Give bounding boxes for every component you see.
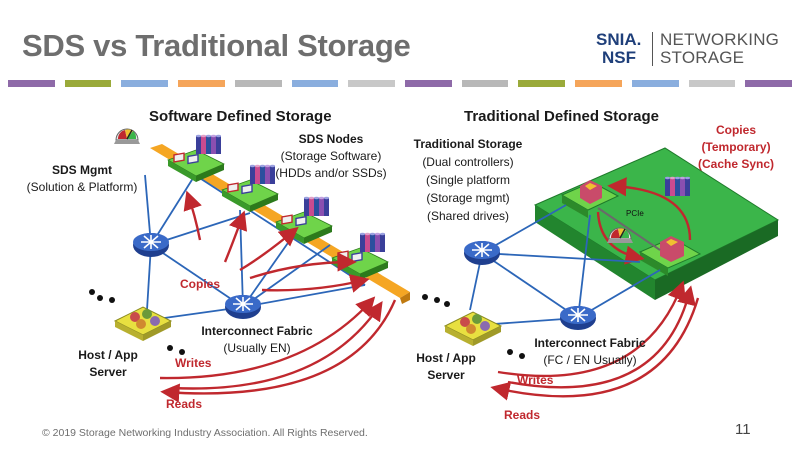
trad-write-read-arcs xyxy=(490,280,700,401)
logo-snia: SNIA. xyxy=(596,30,642,49)
sds-write-read-arcs xyxy=(159,296,397,403)
page-number: 11 xyxy=(735,421,751,438)
color-stripe-segment xyxy=(121,80,169,87)
trad-switch-icon-fabric xyxy=(559,305,597,331)
color-stripe-segment xyxy=(291,80,339,87)
color-stripe-segment xyxy=(575,80,622,87)
trad-storage-title: Traditional Storage xyxy=(414,137,523,151)
color-stripe-segment xyxy=(688,80,736,87)
color-stripe-segment xyxy=(178,80,225,87)
slide-title: SDS vs Traditional Storage xyxy=(22,28,411,63)
color-stripe-segment xyxy=(8,80,55,87)
color-stripe-segment xyxy=(234,80,282,87)
sds-node-1 xyxy=(168,135,224,182)
trad-heading: Traditional Defined Storage xyxy=(464,108,659,125)
color-stripe-segment xyxy=(631,80,679,87)
logo-nsf: NSF xyxy=(602,48,636,67)
sds-heading: Software Defined Storage xyxy=(149,108,332,125)
trad-storage-l2: (Single platform xyxy=(426,173,510,187)
sds-nodes-sub2: (HDDs and/or SSDs) xyxy=(275,166,386,180)
color-stripe-segment xyxy=(461,80,509,87)
sds-node-2 xyxy=(222,165,278,212)
trad-writes-label: Writes xyxy=(517,373,554,387)
trad-host-line2: Server xyxy=(427,368,465,382)
trad-storage-l4: (Shared drives) xyxy=(427,209,509,223)
trad-controller-bottom xyxy=(638,236,702,276)
sds-host-line2: Server xyxy=(89,365,127,379)
color-stripe-segment xyxy=(518,80,566,87)
sds-mgmt-title: SDS Mgmt xyxy=(52,163,112,177)
logo-divider xyxy=(652,32,653,66)
color-stripe xyxy=(8,80,793,87)
trad-host-line1: Host / App xyxy=(416,351,476,365)
logo-networking: NETWORKING xyxy=(660,30,780,49)
trad-storage-l1: (Dual controllers) xyxy=(422,155,513,169)
color-stripe-segment xyxy=(348,80,396,87)
trad-switch-icon-left xyxy=(463,240,501,266)
color-stripe-segment xyxy=(405,80,452,87)
trad-copies-l1: Copies xyxy=(716,123,756,137)
trad-fabric-title: Interconnect Fabric xyxy=(534,336,646,350)
trad-pcie-label: PCIe xyxy=(626,209,644,218)
sds-fabric-sub: (Usually EN) xyxy=(223,341,290,355)
trad-host-icon xyxy=(444,311,502,347)
sds-host-line1: Host / App xyxy=(78,348,138,362)
logo-storage: STORAGE xyxy=(660,48,745,67)
trad-drive-stack xyxy=(665,176,690,196)
sds-host-dots xyxy=(89,289,185,355)
trad-copies-l2: (Temporary) xyxy=(701,140,770,154)
sds-node-3 xyxy=(276,197,332,244)
sds-mgmt-sub: (Solution & Platform) xyxy=(27,180,138,194)
color-stripe-segment xyxy=(745,80,793,87)
sds-switch-icon-fabric xyxy=(224,294,262,320)
sds-switch-icon-left xyxy=(132,232,170,258)
sds-host-icon xyxy=(114,306,172,342)
trad-pcie-link xyxy=(597,207,661,251)
trad-host-dots xyxy=(422,294,525,359)
sds-copies-label: Copies xyxy=(180,277,220,291)
sds-fabric-title: Interconnect Fabric xyxy=(201,324,313,338)
sds-nodes-title: SDS Nodes xyxy=(299,132,364,146)
trad-reads-label: Reads xyxy=(504,408,540,422)
trad-controller-top xyxy=(560,180,620,218)
color-stripe-segment xyxy=(64,80,112,87)
trad-copies-l3: (Cache Sync) xyxy=(698,157,774,171)
trad-storage-l3: (Storage mgmt) xyxy=(426,191,509,205)
sds-node-4 xyxy=(332,233,388,280)
sds-mgmt-gauge-icon xyxy=(113,128,141,145)
copyright-footer: © 2019 Storage Networking Industry Assoc… xyxy=(42,427,368,439)
trad-fabric-sub: (FC / EN Usually) xyxy=(543,353,636,367)
sds-writes-label: Writes xyxy=(175,356,212,370)
sds-nodes-sub1: (Storage Software) xyxy=(281,149,382,163)
sds-reads-label: Reads xyxy=(166,397,202,411)
sds-copy-arrows xyxy=(183,190,370,293)
snia-nsf-logo: SNIA. NSF NETWORKING STORAGE xyxy=(588,28,788,68)
